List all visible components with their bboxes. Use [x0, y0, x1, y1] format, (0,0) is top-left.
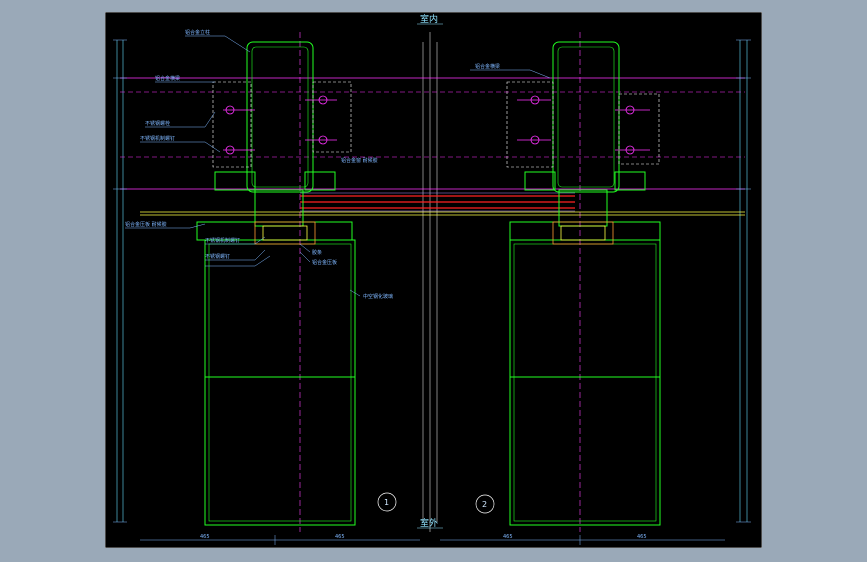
note-right-0: 铝合金横梁	[475, 63, 500, 70]
bracket-right	[506, 81, 660, 168]
detail-number-1: 1	[384, 498, 389, 507]
note-left-3: 不锈钢机制螺钉	[140, 135, 175, 142]
bolts-right	[517, 95, 650, 155]
label-exterior: 室外	[420, 517, 438, 529]
dim-bottom-right-b: 465	[637, 534, 647, 540]
annotation-texts-left: 铝合金立柱 铝合金横梁 不锈钢螺栓 不锈钢机制螺钉 铝合金压板 耐候胶 不锈钢机…	[125, 29, 393, 300]
gasket-left	[254, 221, 316, 245]
glass-panes	[300, 192, 575, 212]
dim-bottom-left-b: 465	[335, 534, 345, 540]
cad-viewport[interactable]: 室内 室外 1 2 铝合金立柱 铝合金横梁 不锈钢螺栓 不锈钢机制螺钉 铝合金压…	[105, 12, 762, 548]
note-left-4: 铝合金压板 耐候胶	[125, 221, 167, 228]
dim-ticks	[113, 39, 751, 523]
note-left-0: 铝合金立柱	[185, 29, 210, 36]
bolts-left	[223, 95, 337, 155]
gasket-right	[552, 221, 614, 245]
note-left-1: 铝合金横梁	[155, 75, 180, 82]
bracket-left	[212, 81, 352, 168]
note-left-7: 胶条	[312, 249, 322, 256]
note-left-10: 中空钢化玻璃	[363, 293, 393, 300]
dim-bottom	[140, 535, 725, 545]
cad-drawing: 室内 室外 1 2 铝合金立柱 铝合金横梁 不锈钢螺栓 不锈钢机制螺钉 铝合金压…	[105, 12, 762, 548]
detail-number-2: 2	[482, 500, 487, 509]
dim-bottom-left-a: 465	[200, 534, 210, 540]
drawing-border	[105, 12, 762, 548]
note-left-2: 不锈钢螺栓	[145, 120, 170, 127]
mullion-left	[196, 41, 356, 526]
detail-marker-2[interactable]	[475, 494, 495, 514]
note-left-8: 铝合金压板	[312, 259, 337, 266]
note-left-9: 铝合金窗 耐候胶	[341, 157, 378, 164]
note-left-6: 不锈钢螺钉	[205, 253, 230, 260]
note-left-5: 不锈钢机制螺钉	[205, 237, 240, 244]
dim-bottom-right-a: 465	[503, 534, 513, 540]
mullion-right	[509, 41, 661, 526]
label-interior: 室内	[420, 13, 438, 25]
annotations-right	[470, 69, 551, 79]
detail-marker-1[interactable]	[377, 492, 397, 512]
annotations-left	[125, 35, 361, 297]
